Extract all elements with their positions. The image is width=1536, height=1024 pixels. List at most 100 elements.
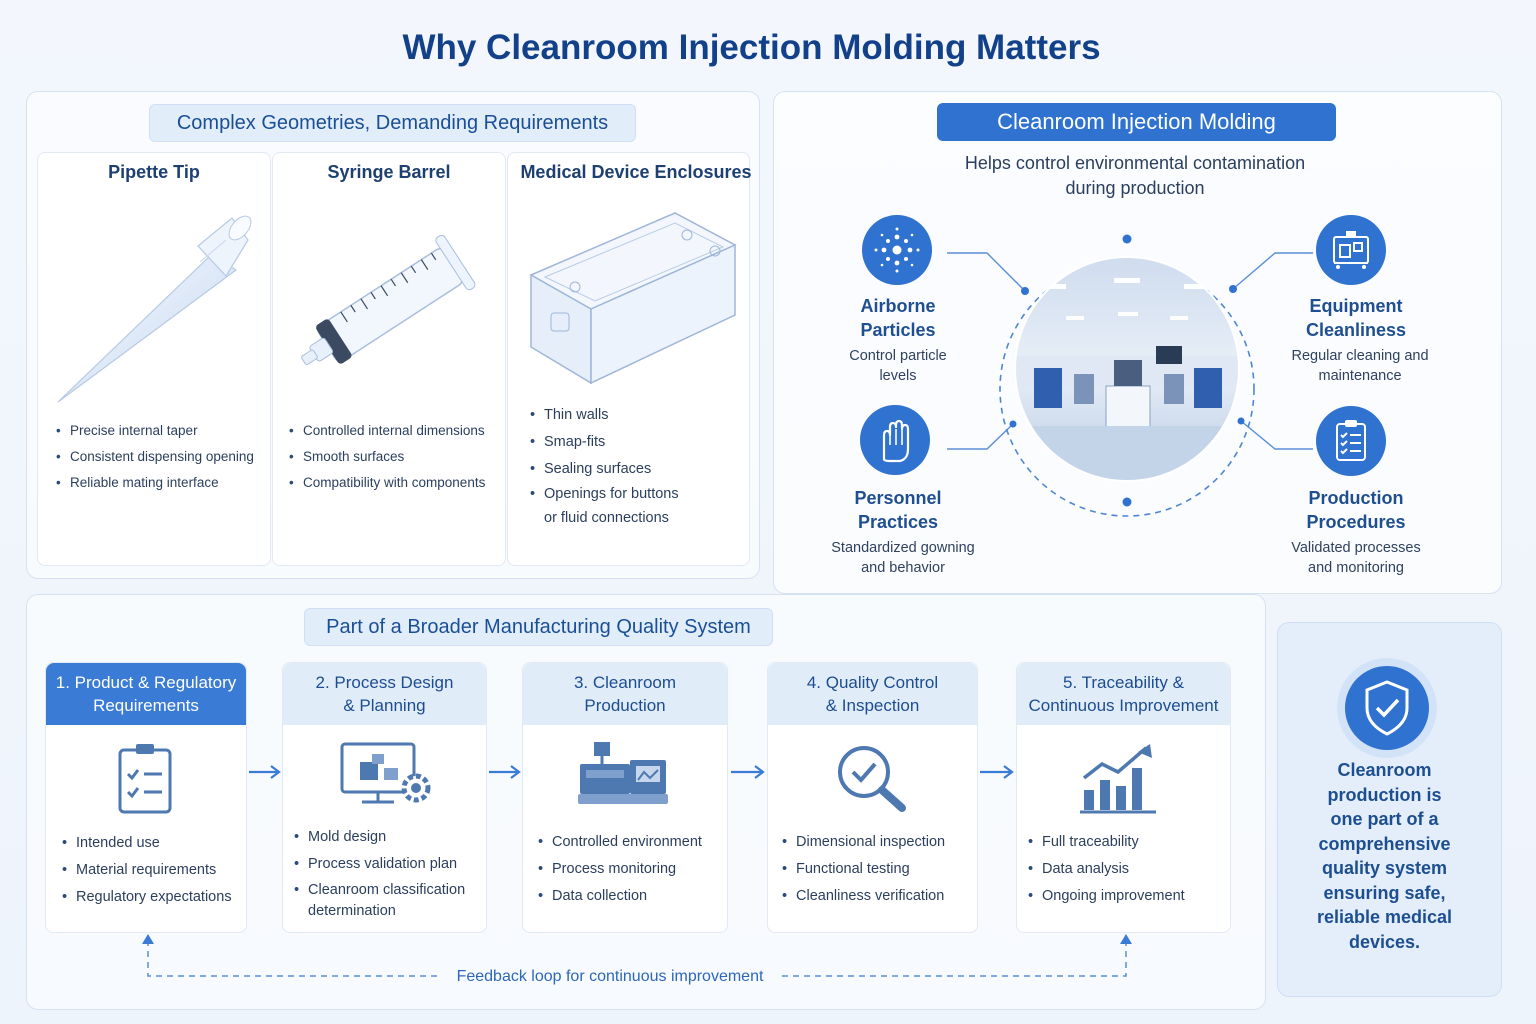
enclosure-bullets: Thin walls Smap-fits Sealing surfaces Op…: [530, 402, 750, 505]
factor-title-line2: Practices: [857, 512, 939, 532]
bullet: Intended use: [62, 830, 247, 857]
step-title: 5. Traceability &: [1063, 673, 1184, 692]
product-card-title: Medical Device Enclosures: [520, 162, 752, 182]
factor-desc-line2: and monitoring: [1308, 560, 1404, 576]
factor-desc: Standardized gowning: [831, 540, 975, 556]
bullet: Data collection: [538, 883, 728, 910]
step-bullets: Mold design Process validation plan Clea…: [294, 824, 484, 902]
bullet: Controlled internal dimensions: [289, 418, 501, 444]
bullet: Cleanroom classification: [294, 878, 484, 902]
bullet: Material requirements: [62, 857, 247, 884]
step-arrows: [249, 765, 1014, 779]
bullet: Data analysis: [1028, 856, 1228, 883]
bullet: Full traceability: [1028, 829, 1228, 856]
pipette-tip-image: [57, 215, 252, 403]
factor-desc-line2: maintenance: [1318, 368, 1402, 384]
product-card-title: Syringe Barrel: [327, 162, 451, 182]
step-title-line2: Requirements: [93, 696, 199, 715]
bullet: Reliable mating interface: [56, 470, 266, 496]
bullet: Process monitoring: [538, 856, 728, 883]
feedback-loop-label: Feedback loop for continuous improvement: [456, 968, 764, 985]
bullet: Cleanliness verification: [782, 883, 978, 910]
cleanroom-heading: Cleanroom Injection Molding: [937, 103, 1336, 141]
cleanroom-panel: [773, 91, 1502, 594]
step-title: 3. Cleanroom: [573, 673, 677, 692]
molding-machine-icon: [578, 742, 668, 804]
summary-line: production is: [1327, 784, 1442, 805]
step-bullets: Controlled environment Process monitorin…: [538, 829, 728, 910]
step-title-line2: Production: [584, 696, 666, 715]
bullet: Sealing surfaces: [530, 456, 750, 483]
bullet: Openings for buttons: [530, 483, 750, 505]
factor-desc: Validated processes: [1291, 540, 1421, 556]
step-bullets: Dimensional inspection Functional testin…: [782, 829, 978, 910]
cleanroom-facility-image: [1014, 256, 1240, 482]
cleanroom-subtitle-line2: during production: [1065, 178, 1205, 198]
glove-icon: [860, 405, 930, 475]
step-title-line2: Continuous Improvement: [1028, 696, 1219, 715]
summary-line: Cleanroom: [1337, 760, 1432, 780]
step-title: 2. Process Design: [315, 673, 454, 692]
syringe-barrel-image: [301, 234, 476, 366]
bullet: Mold design: [294, 824, 484, 851]
growth-chart-icon: [1080, 744, 1156, 814]
factor-title-line2: Particles: [860, 320, 936, 340]
magnifier-check-icon: [838, 746, 906, 812]
step-title: 4. Quality Control: [806, 673, 939, 692]
shield-check-icon: [1337, 658, 1437, 758]
summary-line: comprehensive: [1318, 833, 1451, 854]
factor-title: Airborne: [860, 296, 936, 316]
bullet: Regulatory expectations: [62, 884, 247, 911]
bullet-continuation: or fluid connections: [544, 510, 669, 526]
step-title: 1. Product & Regulatory: [55, 673, 237, 692]
factor-desc: Regular cleaning and: [1291, 348, 1429, 364]
design-monitor-icon: [340, 742, 431, 804]
factor-title: Personnel: [854, 488, 942, 508]
bullet: Smooth surfaces: [289, 444, 501, 470]
syringe-bullets: Controlled internal dimensions Smooth su…: [289, 418, 501, 496]
device-enclosure-image: [529, 212, 737, 385]
bullet: Consistent dispensing opening: [56, 444, 266, 470]
bullet: Dimensional inspection: [782, 829, 978, 856]
bullet: Process validation plan: [294, 851, 484, 878]
geometries-heading: Complex Geometries, Demanding Requiremen…: [149, 104, 636, 142]
step-bullets: Full traceability Data analysis Ongoing …: [1028, 829, 1228, 910]
factor-desc-line2: and behavior: [861, 560, 945, 576]
factor-title-line2: Cleanliness: [1305, 320, 1407, 340]
bullet: Functional testing: [782, 856, 978, 883]
pipette-bullets: Precise internal taper Consistent dispen…: [56, 418, 266, 496]
product-card-title: Pipette Tip: [108, 162, 200, 182]
step-header: 4. Quality Control & Inspection: [768, 663, 977, 725]
factor-desc: Control particle: [849, 348, 947, 364]
step-title-line2: & Planning: [343, 696, 426, 715]
feedback-loop-line: [142, 934, 1132, 977]
summary-text: Cleanroom production is one part of a co…: [1286, 758, 1483, 954]
summary-line: ensuring safe,: [1323, 882, 1446, 903]
checklist-icon: [118, 744, 172, 814]
bullet: Compatibility with components: [289, 470, 501, 496]
step-bullets: Intended use Material requirements Regul…: [62, 830, 247, 911]
step-title-line2: & Inspection: [825, 696, 920, 715]
summary-line: devices.: [1348, 931, 1421, 952]
step-header: 2. Process Design & Planning: [283, 663, 486, 725]
particles-icon: [862, 215, 932, 285]
bullet: Ongoing improvement: [1028, 883, 1228, 910]
factor-title: Production: [1308, 488, 1404, 508]
bullet: Controlled environment: [538, 829, 728, 856]
bullet: Thin walls: [530, 402, 750, 429]
factor-title: Equipment: [1309, 296, 1403, 316]
bullet: Precise internal taper: [56, 418, 266, 444]
page-title: Why Cleanroom Injection Molding Matters: [402, 28, 1101, 67]
clipboard-icon: [1316, 406, 1386, 476]
equipment-icon: [1316, 215, 1386, 285]
cleanroom-subtitle: Helps control environmental contaminatio…: [964, 153, 1306, 173]
bullet: Smap-fits: [530, 429, 750, 456]
summary-line: one part of a: [1330, 809, 1439, 829]
factor-desc-line2: levels: [879, 368, 917, 384]
summary-line: reliable medical: [1316, 907, 1453, 927]
bullet-continuation: determination: [308, 903, 396, 919]
step-header: 5. Traceability & Continuous Improvement: [1017, 663, 1230, 725]
quality-system-heading: Part of a Broader Manufacturing Quality …: [304, 608, 773, 646]
